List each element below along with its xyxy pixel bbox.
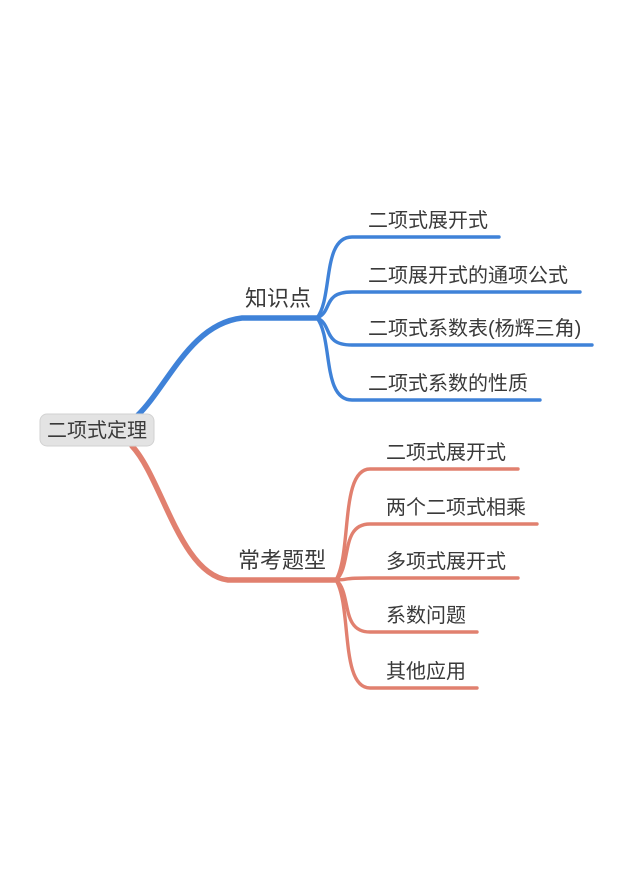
child-branch-line <box>315 290 582 320</box>
child-node-label[interactable]: 多项式展开式 <box>386 550 506 573</box>
child-node-label[interactable]: 其他应用 <box>386 660 466 683</box>
child-node-label[interactable]: 二项式系数的性质 <box>368 372 528 395</box>
child-branch-line <box>334 522 539 582</box>
child-branch-line <box>334 576 520 582</box>
branch-trunk-line <box>129 443 339 583</box>
child-node-label[interactable]: 二项式展开式 <box>386 441 506 464</box>
root-node[interactable] <box>39 413 155 447</box>
root-node-label[interactable]: 二项式定理 <box>47 419 147 442</box>
child-branch-line <box>334 578 479 634</box>
child-branch-line <box>315 235 501 320</box>
branch-node-label[interactable]: 知识点 <box>245 286 311 311</box>
child-branch-line <box>315 316 594 347</box>
child-branch-line <box>334 578 479 690</box>
child-node-label[interactable]: 系数问题 <box>386 604 466 627</box>
branch-trunk-line <box>134 315 320 419</box>
child-branch-line <box>334 467 520 582</box>
child-branch-line <box>315 316 542 402</box>
branch-node-label[interactable]: 常考题型 <box>238 548 326 573</box>
child-node-label[interactable]: 二项式展开式 <box>368 209 488 232</box>
child-node-label[interactable]: 二项展开式的通项公式 <box>368 264 568 287</box>
child-node-label[interactable]: 两个二项式相乘 <box>386 496 526 519</box>
child-node-label[interactable]: 二项式系数表(杨辉三角) <box>368 317 581 340</box>
